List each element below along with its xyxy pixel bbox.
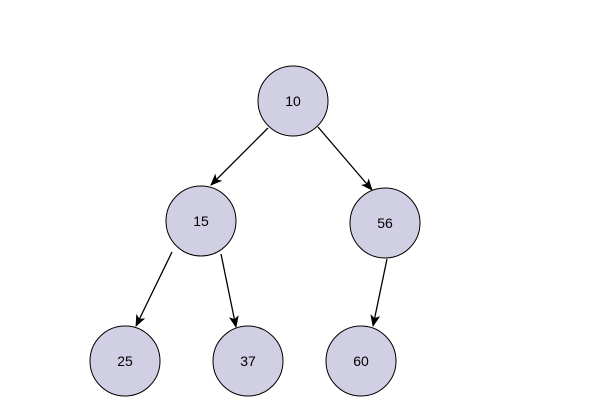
node-circle [165, 185, 237, 257]
tree-node-10[interactable]: 10 [257, 65, 329, 137]
node-circle [212, 325, 284, 397]
tree-node-37[interactable]: 37 [212, 325, 284, 397]
node-circle [325, 325, 397, 397]
node-label: 15 [193, 213, 209, 229]
node-circle [257, 65, 329, 137]
edge-10-to-15 [210, 127, 269, 186]
tree-node-60[interactable]: 60 [325, 325, 397, 397]
edge-15-to-37 [220, 253, 239, 328]
node-circle [89, 325, 161, 397]
tree-node-15[interactable]: 15 [165, 185, 237, 257]
edge-56-to-60 [370, 258, 388, 327]
node-label: 60 [353, 353, 369, 369]
node-label: 10 [285, 93, 301, 109]
edge-10-to-56 [317, 126, 373, 191]
tree-node-56[interactable]: 56 [349, 187, 421, 259]
node-label: 56 [377, 215, 393, 231]
node-label: 25 [117, 353, 133, 369]
tree-node-25[interactable]: 25 [89, 325, 161, 397]
node-label: 37 [240, 353, 256, 369]
edge-15-to-25 [135, 251, 173, 327]
node-circle [349, 187, 421, 259]
